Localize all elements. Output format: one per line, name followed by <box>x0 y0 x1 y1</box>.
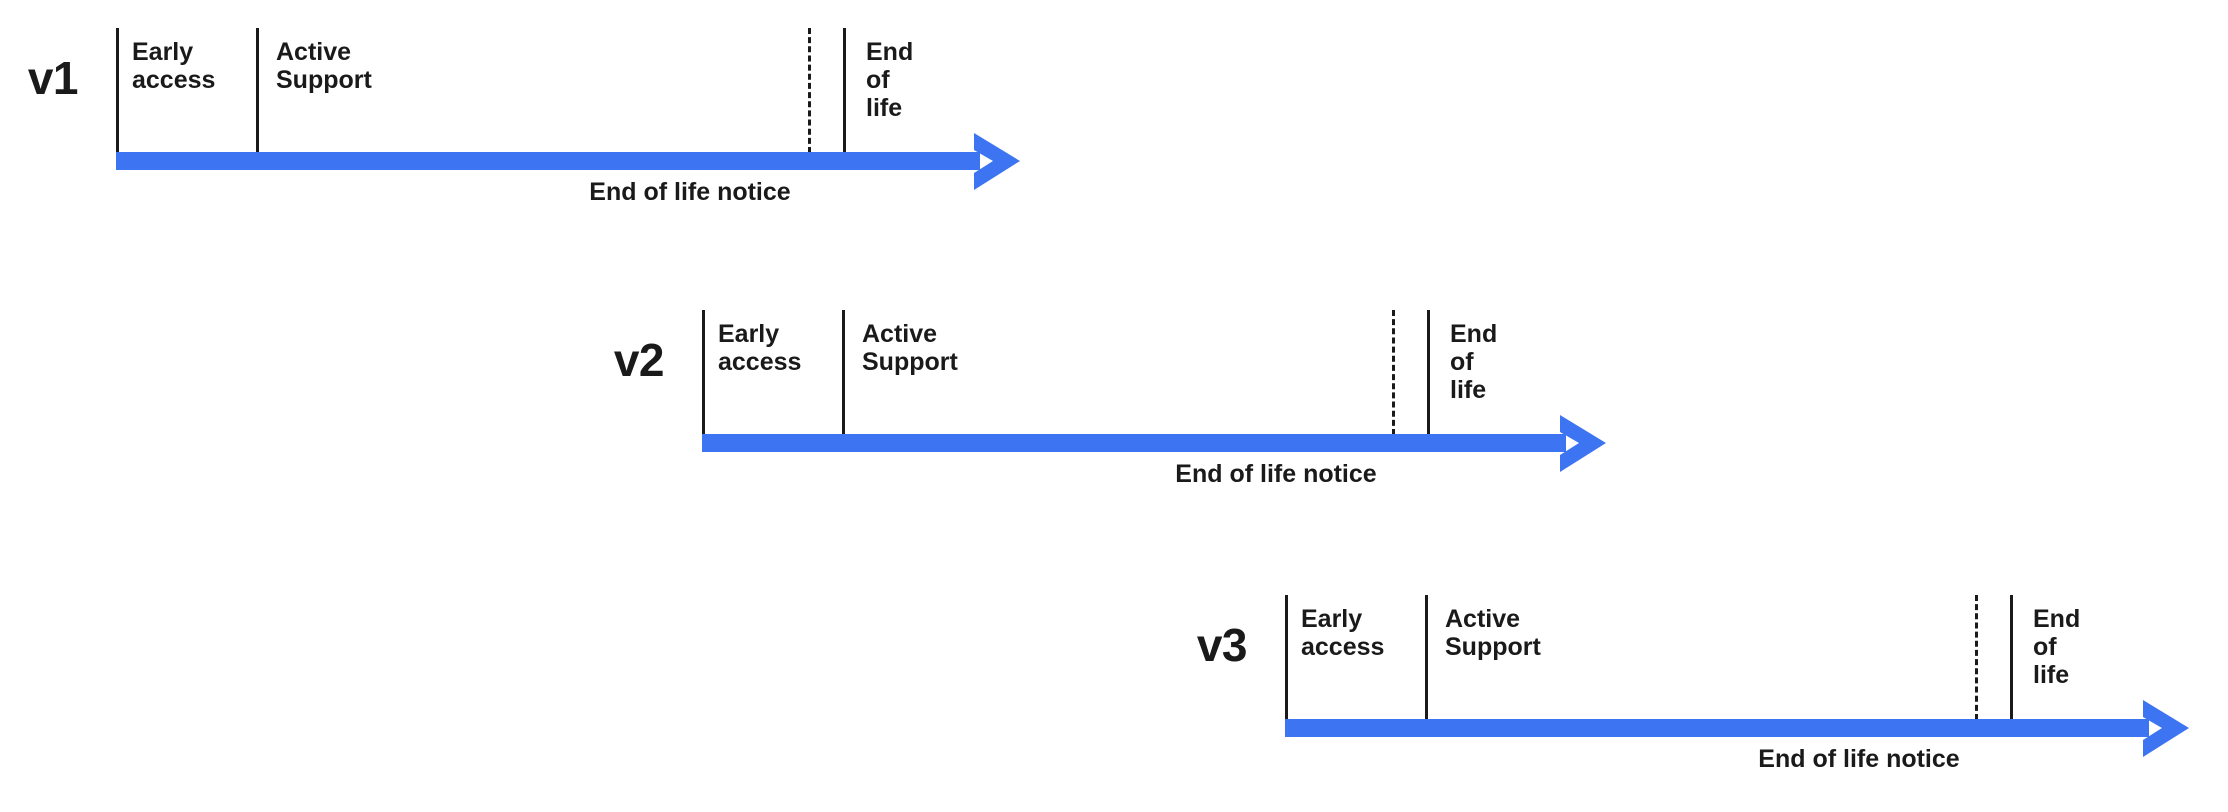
divider-early-access-start-v3 <box>1285 595 1288 720</box>
divider-end-of-life-start-v1 <box>843 28 846 153</box>
segment-label-active-support-v1: Active Support <box>276 38 372 94</box>
version-label-v3: v3 <box>1196 619 1248 671</box>
notice-label-v2: End of life notice <box>1175 460 1377 488</box>
divider-end-of-life-notice-v1 <box>808 28 811 153</box>
divider-active-support-start-v1 <box>256 28 259 153</box>
segment-label-end-of-life-v3: End of life <box>2033 605 2081 689</box>
segment-label-end-of-life-v1: End of life <box>866 38 914 122</box>
arrow-head-icon-v2 <box>1560 415 1606 472</box>
notice-label-v3: End of life notice <box>1758 745 1960 773</box>
divider-end-of-life-start-v3 <box>2010 595 2013 720</box>
divider-active-support-start-v3 <box>1425 595 1428 720</box>
segment-label-active-support-v3: Active Support <box>1445 605 1541 661</box>
arrow-head-icon-v3 <box>2143 700 2189 757</box>
version-label-v1: v1 <box>27 52 79 104</box>
divider-active-support-start-v2 <box>842 310 845 435</box>
segment-label-end-of-life-v2: End of life <box>1450 320 1498 404</box>
divider-early-access-start-v2 <box>702 310 705 435</box>
divider-end-of-life-notice-v2 <box>1392 310 1395 435</box>
divider-end-of-life-notice-v3 <box>1975 595 1978 720</box>
lifecycle-bar-v2 <box>702 434 1566 452</box>
lifecycle-bar-v3 <box>1285 719 2149 737</box>
arrow-head-icon-v1 <box>974 133 1020 190</box>
divider-early-access-start-v1 <box>116 28 119 153</box>
version-label-v2: v2 <box>613 334 665 386</box>
segment-label-early-access-v2: Early access <box>718 320 802 376</box>
segment-label-active-support-v2: Active Support <box>862 320 958 376</box>
segment-label-early-access-v1: Early access <box>132 38 216 94</box>
divider-end-of-life-start-v2 <box>1427 310 1430 435</box>
notice-label-v1: End of life notice <box>589 178 791 206</box>
segment-label-early-access-v3: Early access <box>1301 605 1385 661</box>
lifecycle-bar-v1 <box>116 152 980 170</box>
